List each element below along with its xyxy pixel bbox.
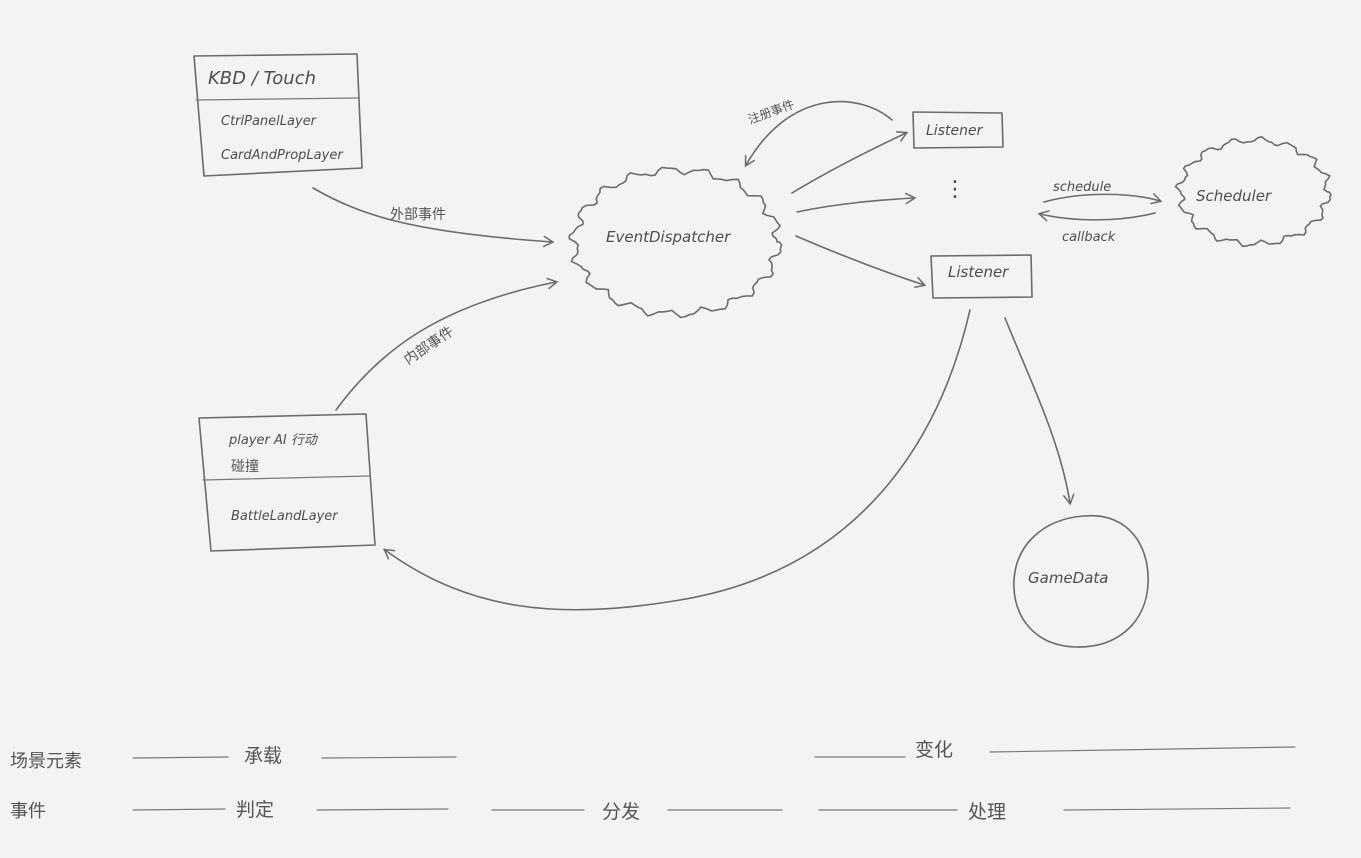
input-layers-box: KBD / Touch CtrlPanelLayer CardAndPropLa… (193, 53, 363, 177)
external-event-arrow (312, 187, 555, 248)
dispatch-to-listener-middle-arrow (796, 192, 917, 213)
battle-box-line-2: 碰撞 (231, 459, 259, 475)
external-event-label: 外部事件 (390, 207, 446, 223)
internal-event-arrow (335, 277, 559, 411)
listener-to-gamedata-arrow (1004, 317, 1075, 506)
battle-box-layer: BattleLandLayer (231, 509, 339, 524)
listener-top-node: Listener (912, 111, 1004, 149)
listener-bottom-label: Listener (948, 263, 1009, 281)
legend-row-scene-elements: 场景元素 承载 变化 (10, 739, 1296, 772)
legend-carry-label: 承载 (244, 745, 282, 767)
legend-row1-label: 场景元素 (10, 751, 82, 772)
input-box-layer-2: CardAndPropLayer (221, 148, 344, 163)
input-box-title: KBD / Touch (208, 68, 316, 89)
listener-bottom-node: Listener (930, 254, 1033, 299)
callback-arrow (1037, 210, 1156, 222)
listener-top-label: Listener (926, 123, 984, 139)
dispatch-to-listener-top-arrow (791, 131, 909, 194)
callback-label: callback (1062, 230, 1116, 245)
legend-judge-label: 判定 (236, 799, 274, 821)
game-data-label: GameData (1028, 569, 1108, 587)
event-dispatcher-label: EventDispatcher (606, 228, 731, 246)
legend-row2-label: 事件 (10, 801, 46, 822)
game-data-node: GameData (1013, 515, 1149, 648)
scheduler-label: Scheduler (1196, 187, 1272, 205)
register-event-arrow (744, 100, 893, 168)
legend-change-label: 变化 (915, 739, 953, 761)
legend-dispatch-label: 分发 (602, 801, 640, 823)
register-event-label: 注册事件 (746, 96, 796, 127)
battle-box-line-1: player AI 行动 (228, 433, 319, 448)
listener-ellipsis: ⋮ (944, 177, 966, 202)
event-dispatcher-node: EventDispatcher (568, 166, 783, 319)
listener-to-battle-arrow (382, 309, 971, 611)
battle-layers-box: player AI 行动 碰撞 BattleLandLayer (198, 413, 376, 552)
legend-row-events: 事件 判定 分发 处理 (10, 799, 1291, 823)
internal-event-label: 内部事件 (401, 324, 456, 369)
scheduler-node: Scheduler (1174, 136, 1332, 248)
legend-handle-label: 处理 (968, 801, 1006, 823)
schedule-arrow (1043, 193, 1163, 205)
schedule-label: schedule (1053, 180, 1111, 195)
input-box-layer-1: CtrlPanelLayer (221, 114, 318, 129)
dispatch-to-listener-bottom-arrow (795, 235, 927, 288)
